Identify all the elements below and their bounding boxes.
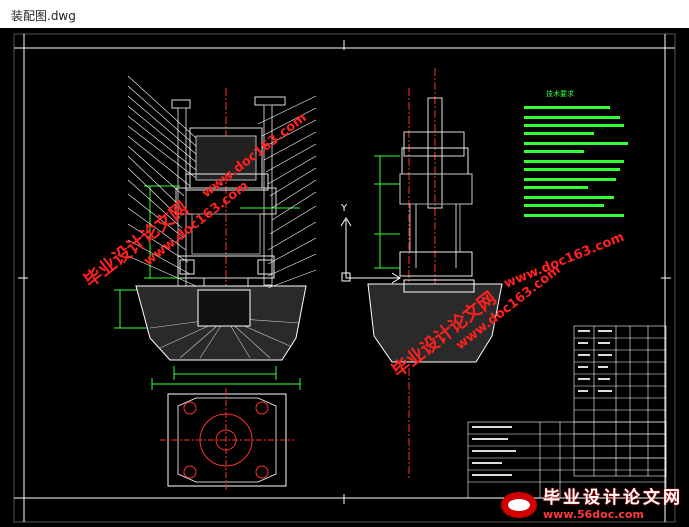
drawing-frame bbox=[13, 33, 676, 523]
right-side-view bbox=[367, 68, 503, 478]
parts-list-cells bbox=[472, 330, 612, 476]
brand-url: www.56doc.com bbox=[543, 508, 644, 521]
parts-list bbox=[467, 325, 667, 499]
axis-label: Y bbox=[340, 203, 348, 214]
site-brand-footer: 毕业设计论文网 www.56doc.com bbox=[501, 487, 683, 523]
technical-requirements: 技术要求 bbox=[524, 89, 628, 217]
cad-drawing-canvas[interactable]: Y 技术要求 bbox=[0, 28, 689, 527]
tech-req-title: 技术要求 bbox=[546, 89, 574, 98]
ucs-axis-icon bbox=[340, 217, 401, 284]
window-title: 装配图.dwg bbox=[11, 9, 76, 23]
window-titlebar: 装配图.dwg bbox=[0, 0, 689, 29]
frame-center-ticks bbox=[18, 40, 671, 504]
brand-logo-icon bbox=[501, 492, 537, 518]
cad-drawing: Y 技术要求 bbox=[13, 33, 676, 523]
watermark-url-right-top: www.doc163.com bbox=[502, 230, 627, 292]
left-assembly-view bbox=[114, 75, 317, 390]
plan-view bbox=[160, 388, 294, 492]
brand-name: 毕业设计论文网 bbox=[543, 488, 683, 508]
